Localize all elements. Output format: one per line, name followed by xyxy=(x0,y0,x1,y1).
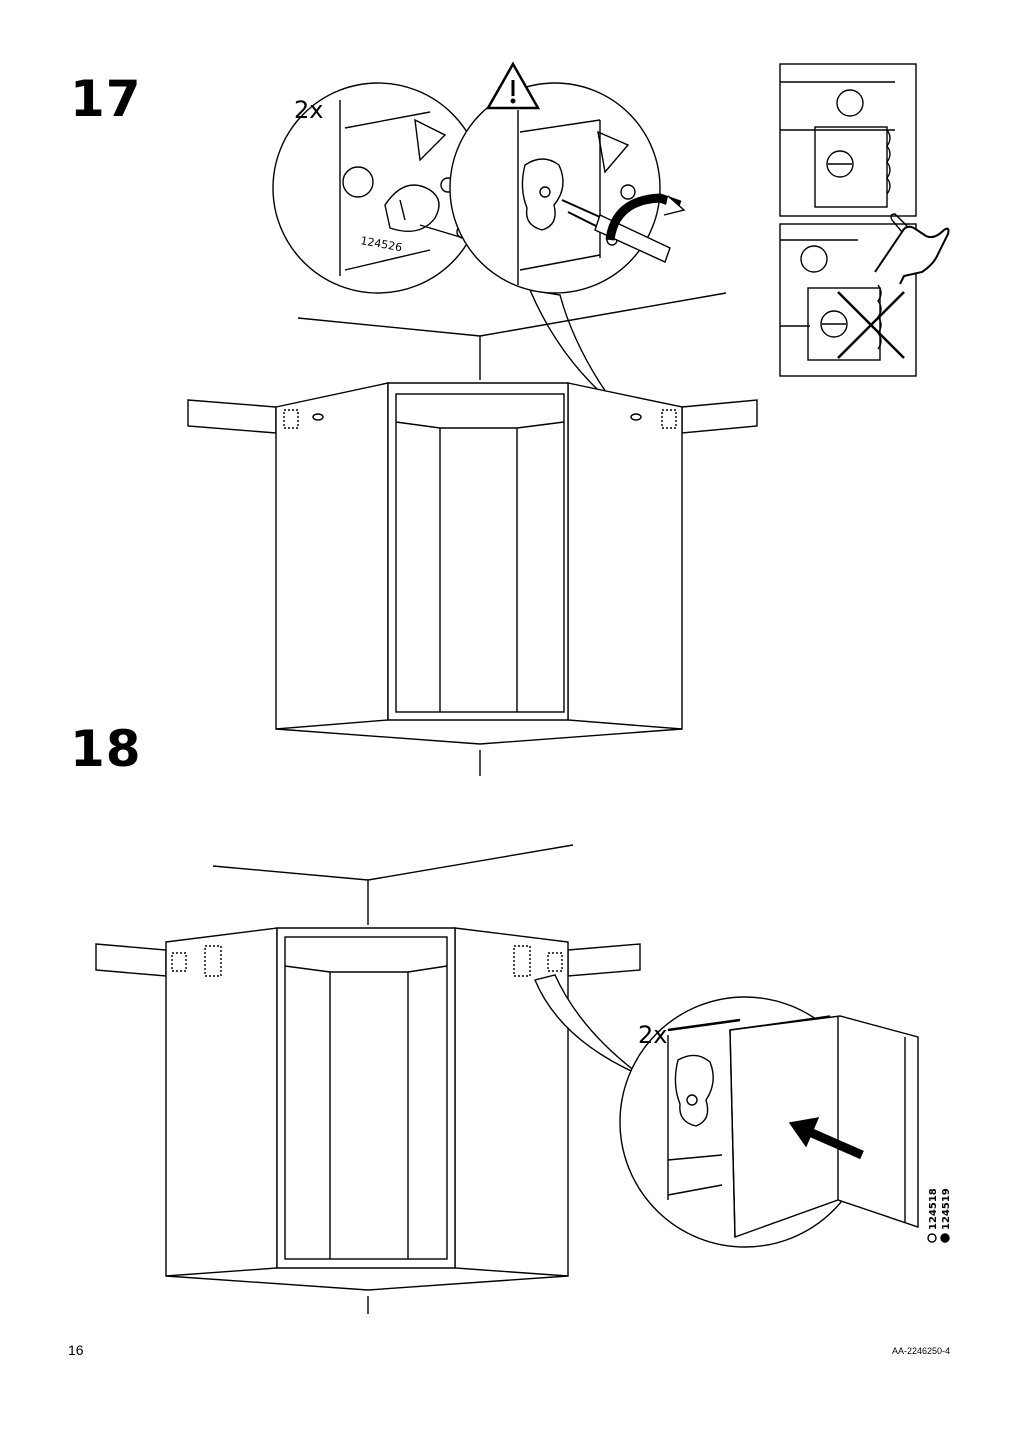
wall-cabinet-18 xyxy=(95,844,641,1314)
cross-mark-icon xyxy=(837,291,905,359)
step-number-18: 18 xyxy=(70,720,142,778)
part-number-124518: 124518 xyxy=(928,1188,939,1230)
step-number-17: 17 xyxy=(70,70,142,128)
warning-triangle-icon xyxy=(485,61,541,110)
rotate-arrow-icon xyxy=(605,193,686,241)
wall-cabinet-17 xyxy=(187,292,758,776)
part-number-124519: 124519 xyxy=(941,1188,952,1230)
push-arrow-icon xyxy=(788,1117,864,1160)
document-code: AA-2246250-4 xyxy=(891,1346,950,1356)
detail-circle-cover xyxy=(534,974,919,1248)
multiplier-17: 2x xyxy=(294,96,323,124)
multiplier-18: 2x xyxy=(638,1021,667,1049)
inset-panel-correct xyxy=(779,63,917,217)
page-number: 16 xyxy=(68,1342,84,1358)
detail-circle-fitting xyxy=(272,82,484,294)
hand-touch-icon xyxy=(874,213,950,285)
part-numbers-18: 124518 124519 xyxy=(927,1188,952,1243)
